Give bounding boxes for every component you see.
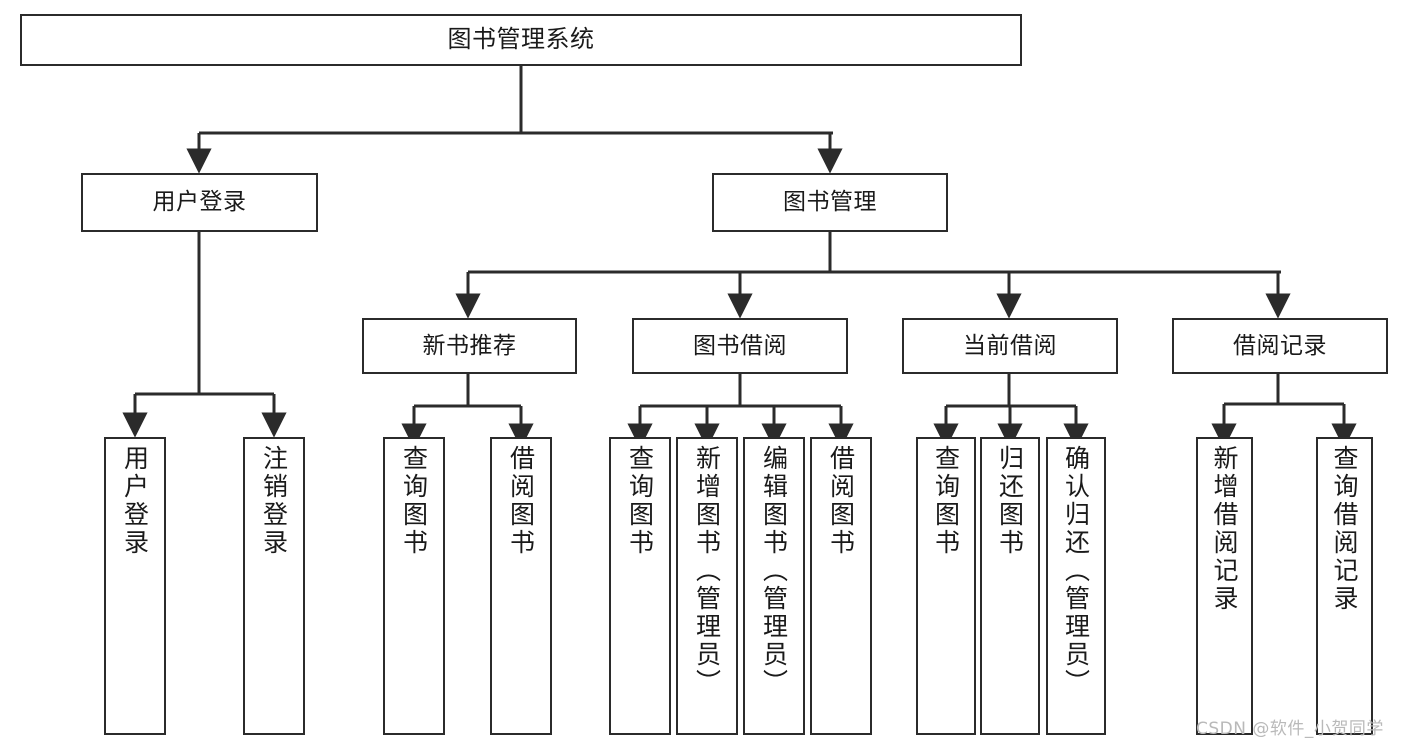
node-label: 确认归还（管理员）	[1061, 445, 1091, 697]
leaf-logout-login[interactable]: 注销登录	[243, 437, 305, 735]
node-label: 当前借阅	[963, 332, 1057, 359]
leaf-query-borrow-record[interactable]: 查询借阅记录	[1316, 437, 1373, 735]
node-current-borrow[interactable]: 当前借阅	[902, 318, 1118, 374]
node-book-manage[interactable]: 图书管理	[712, 173, 948, 232]
leaf-return-book[interactable]: 归还图书	[980, 437, 1040, 735]
node-label: 查询图书	[931, 445, 961, 557]
node-label: 注销登录	[259, 445, 289, 557]
node-label: 图书借阅	[693, 332, 787, 359]
node-label: 归还图书	[995, 445, 1025, 557]
node-label: 用户登录	[152, 189, 247, 216]
node-borrow-record[interactable]: 借阅记录	[1172, 318, 1388, 374]
node-label: 用户登录	[120, 445, 150, 557]
leaf-user-login[interactable]: 用户登录	[104, 437, 166, 735]
leaf-add-borrow-record[interactable]: 新增借阅记录	[1196, 437, 1253, 735]
node-label: 查询图书	[625, 445, 655, 557]
node-label: 新书推荐	[422, 332, 517, 359]
node-user-login[interactable]: 用户登录	[81, 173, 318, 232]
node-book-borrow[interactable]: 图书借阅	[632, 318, 848, 374]
node-root-book-management-system[interactable]: 图书管理系统	[20, 14, 1022, 66]
node-label: 借阅图书	[826, 445, 856, 557]
node-label: 图书管理	[783, 189, 877, 216]
leaf-query-book-currentborrow[interactable]: 查询图书	[916, 437, 976, 735]
node-label: 编辑图书（管理员）	[759, 445, 789, 697]
leaf-query-book-newbook[interactable]: 查询图书	[383, 437, 445, 735]
node-label: 新增图书（管理员）	[692, 445, 722, 697]
node-label: 查询借阅记录	[1330, 445, 1359, 613]
node-label: 查询图书	[399, 445, 429, 557]
leaf-add-book-admin[interactable]: 新增图书（管理员）	[676, 437, 738, 735]
leaf-query-book-bookborrow[interactable]: 查询图书	[609, 437, 671, 735]
csdn-watermark: CSDN @软件_小贺同学	[1196, 719, 1384, 739]
node-label: 图书管理系统	[447, 25, 595, 54]
leaf-borrow-book-bookborrow[interactable]: 借阅图书	[810, 437, 872, 735]
node-new-book-recommend[interactable]: 新书推荐	[362, 318, 577, 374]
leaf-edit-book-admin[interactable]: 编辑图书（管理员）	[743, 437, 805, 735]
leaf-confirm-return-admin[interactable]: 确认归还（管理员）	[1046, 437, 1106, 735]
node-label: 借阅图书	[506, 445, 536, 557]
node-label: 借阅记录	[1233, 332, 1327, 359]
node-label: 新增借阅记录	[1210, 445, 1239, 613]
leaf-borrow-book-newbook[interactable]: 借阅图书	[490, 437, 552, 735]
